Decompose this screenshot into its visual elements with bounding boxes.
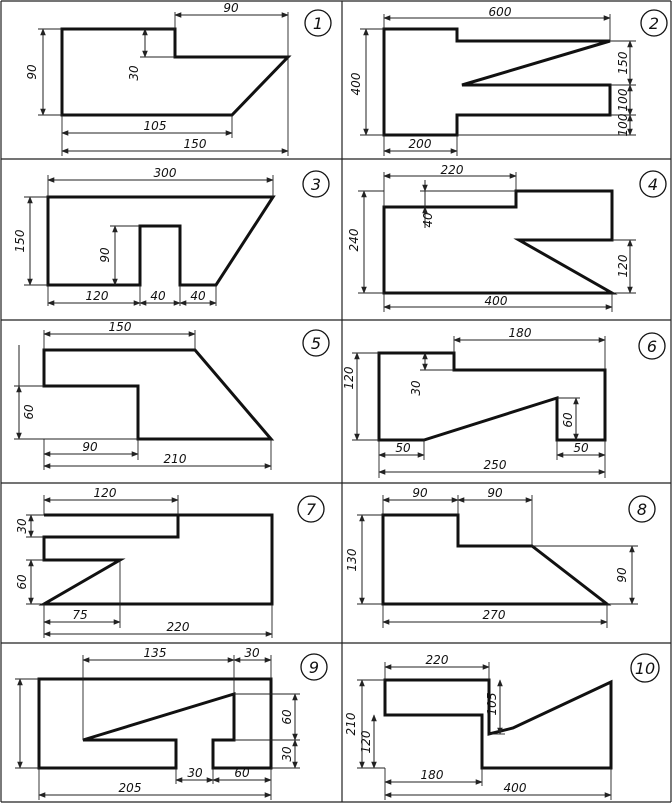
part-outline <box>382 27 612 137</box>
dimension-label: 200 <box>409 137 432 151</box>
dimension-label: 40 <box>421 212 435 228</box>
dimension-label: 90 <box>412 486 428 500</box>
dimension-label: 30 <box>127 65 141 81</box>
panel-number: 8 <box>637 500 647 519</box>
dimension-label: 150 <box>616 51 630 74</box>
panel-4: 4 220 240 40 120 400 <box>347 163 667 312</box>
dimension-label: 30 <box>187 766 203 780</box>
panel-1: 1 90 90 30 105 150 <box>25 1 332 156</box>
dimension-label: 30 <box>409 380 423 396</box>
dimension-label: 240 <box>347 228 361 251</box>
dimension-label: 75 <box>72 608 87 622</box>
dimension-label: 30 <box>280 746 294 762</box>
dimension-label: 210 <box>164 452 187 466</box>
panel-number: 7 <box>306 500 317 519</box>
panel-number-circle <box>297 495 325 523</box>
dimension-label: 130 <box>345 548 359 571</box>
panel-number-circle <box>628 495 656 523</box>
dimension-label: 120 <box>342 366 356 389</box>
panel-number: 10 <box>635 659 655 678</box>
panel-number-circle <box>304 9 332 37</box>
panel-number-circle <box>302 170 330 198</box>
panel-8: 8 90 90 130 90 270 <box>345 486 656 628</box>
dimension-label: 600 <box>489 5 512 19</box>
dimension-label: 210 <box>344 712 358 735</box>
dimension-label: 90 <box>25 64 39 80</box>
panel-number: 4 <box>648 175 658 194</box>
dimension-label: 60 <box>234 766 250 780</box>
part-outline <box>377 351 607 442</box>
dimension-label: 180 <box>421 768 444 782</box>
panel-3: 3 300 150 90 120 40 40 <box>13 166 330 306</box>
panel-number: 2 <box>649 14 659 33</box>
panel-number-circle <box>630 653 660 683</box>
part-outline <box>382 189 618 295</box>
panel-number-circle <box>639 170 667 198</box>
dimension-label: 60 <box>561 412 575 428</box>
panel-number-circle <box>638 332 666 360</box>
dimension-label: 60 <box>22 404 36 420</box>
part-outline <box>60 27 292 117</box>
dimension-label: 105 <box>144 119 167 133</box>
dimension-label: 205 <box>119 781 142 795</box>
panel-7: 7 120 30 60 75 220 <box>15 486 325 638</box>
dimension-label: 105 <box>485 693 499 716</box>
dimension-label: 400 <box>349 72 363 95</box>
dimension-label: 150 <box>184 137 207 151</box>
dimension-label: 150 <box>13 229 27 252</box>
dimension-label: 100 <box>616 113 630 136</box>
dimension-label: 40 <box>190 289 206 303</box>
dimension-label: 50 <box>395 441 411 455</box>
dimension-label: 90 <box>615 567 629 583</box>
dimension-label: 120 <box>359 730 373 753</box>
panel-number: 1 <box>313 14 323 33</box>
part-outline <box>381 513 612 606</box>
panel-number: 3 <box>311 175 321 194</box>
panel-number-circle <box>302 329 330 357</box>
dimension-label: 180 <box>509 326 532 340</box>
part-outline <box>42 348 275 441</box>
dimension-label: 120 <box>616 254 630 277</box>
dimension-label: 50 <box>573 441 589 455</box>
dimension-label: 40 <box>150 289 166 303</box>
dimension-label: 400 <box>485 294 508 308</box>
dimension-label: 150 <box>109 320 132 334</box>
part-outline <box>46 195 276 287</box>
panel-number-circle <box>300 653 328 681</box>
dimension-label: 30 <box>244 646 260 660</box>
dimension-label: 60 <box>280 709 294 725</box>
dimension-label: 220 <box>441 163 464 177</box>
panel-number: 6 <box>647 337 657 356</box>
panel-5: 5 150 60 90 210 <box>14 320 330 470</box>
dimension-label: 60 <box>15 574 29 590</box>
dimension-label: 220 <box>167 620 190 634</box>
dimension-label: 90 <box>98 247 112 263</box>
dimension-label: 100 <box>616 88 630 111</box>
panel-9: 9 135 30 60 30 30 60 205 <box>15 646 328 800</box>
part-outline <box>38 513 274 606</box>
dimension-label: 250 <box>484 458 507 472</box>
dimension-label: 220 <box>426 653 449 667</box>
dimension-label: 90 <box>487 486 503 500</box>
dimension-label: 90 <box>82 440 98 454</box>
part-outline <box>383 678 613 770</box>
dimension-label: 400 <box>504 781 527 795</box>
dimension-label: 135 <box>144 646 167 660</box>
panel-6: 6 180 120 30 60 50 50 250 <box>342 326 666 478</box>
dimension-label: 120 <box>94 486 117 500</box>
part-outline <box>37 677 273 770</box>
panel-2: 2 600 400 150 100 100 200 <box>349 5 668 156</box>
panel-10: 10 220 210 120 105 180 400 <box>344 653 660 800</box>
dimension-label: 30 <box>15 518 29 534</box>
panel-number-circle <box>640 9 668 37</box>
dimension-label: 120 <box>86 289 109 303</box>
dimension-label: 270 <box>483 608 506 622</box>
dimension-label: 300 <box>154 166 177 180</box>
panel-number: 9 <box>309 658 319 677</box>
dimension-label: 90 <box>223 1 239 15</box>
panel-number: 5 <box>311 334 321 353</box>
